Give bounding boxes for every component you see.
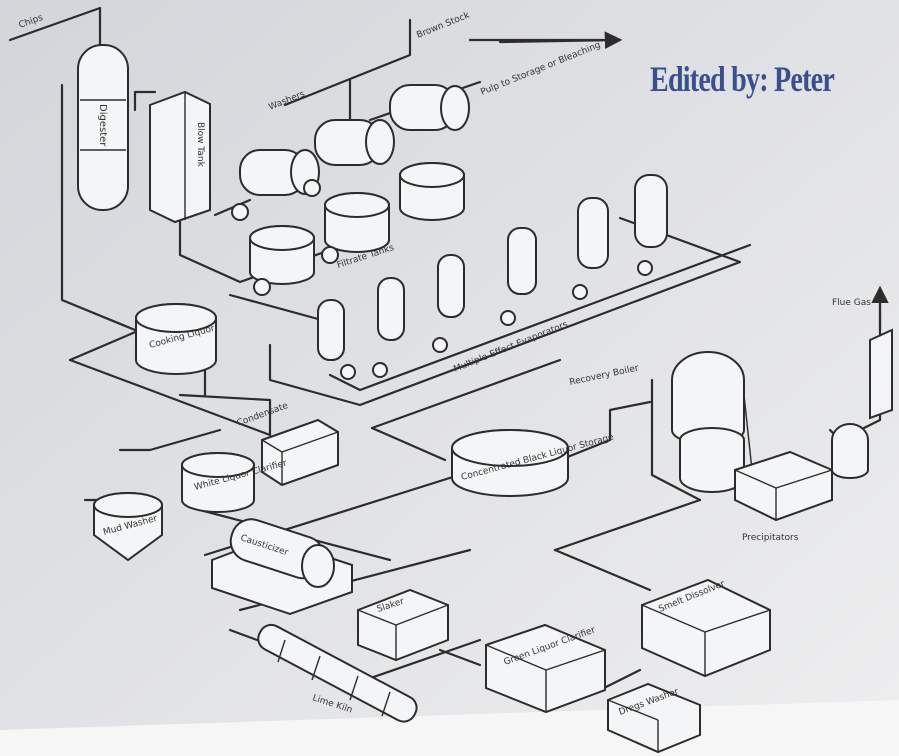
recovery-boiler: Recovery Boiler — [569, 351, 753, 502]
precipitators-label: Precipitators — [742, 533, 799, 543]
digester: Digester — [77, 44, 129, 211]
precipitators: Precipitators — [734, 450, 833, 543]
flue-stack: Flue Gas — [831, 285, 893, 479]
mud-washer: Mud Washer — [93, 492, 163, 562]
cooking-liquor-tank: Cooking Liquor — [135, 303, 217, 375]
edited-by-watermark: Edited by: Peter — [650, 59, 835, 99]
filtrate-tanks: Filtrate Tanks — [231, 162, 465, 296]
digester-label: Digester — [97, 104, 108, 147]
slaker: Slaker — [357, 588, 449, 662]
flue-gas-label: Flue Gas — [832, 298, 871, 308]
causticizer-drum: Causticizer — [211, 518, 353, 616]
dregs-washer: Dregs Washer — [607, 682, 701, 754]
green-liquor-clarifier: Green Liquor Clarifier — [485, 623, 606, 714]
blow-tank: Blow Tank — [149, 90, 211, 224]
blow-tank-label: Blow Tank — [195, 122, 205, 168]
